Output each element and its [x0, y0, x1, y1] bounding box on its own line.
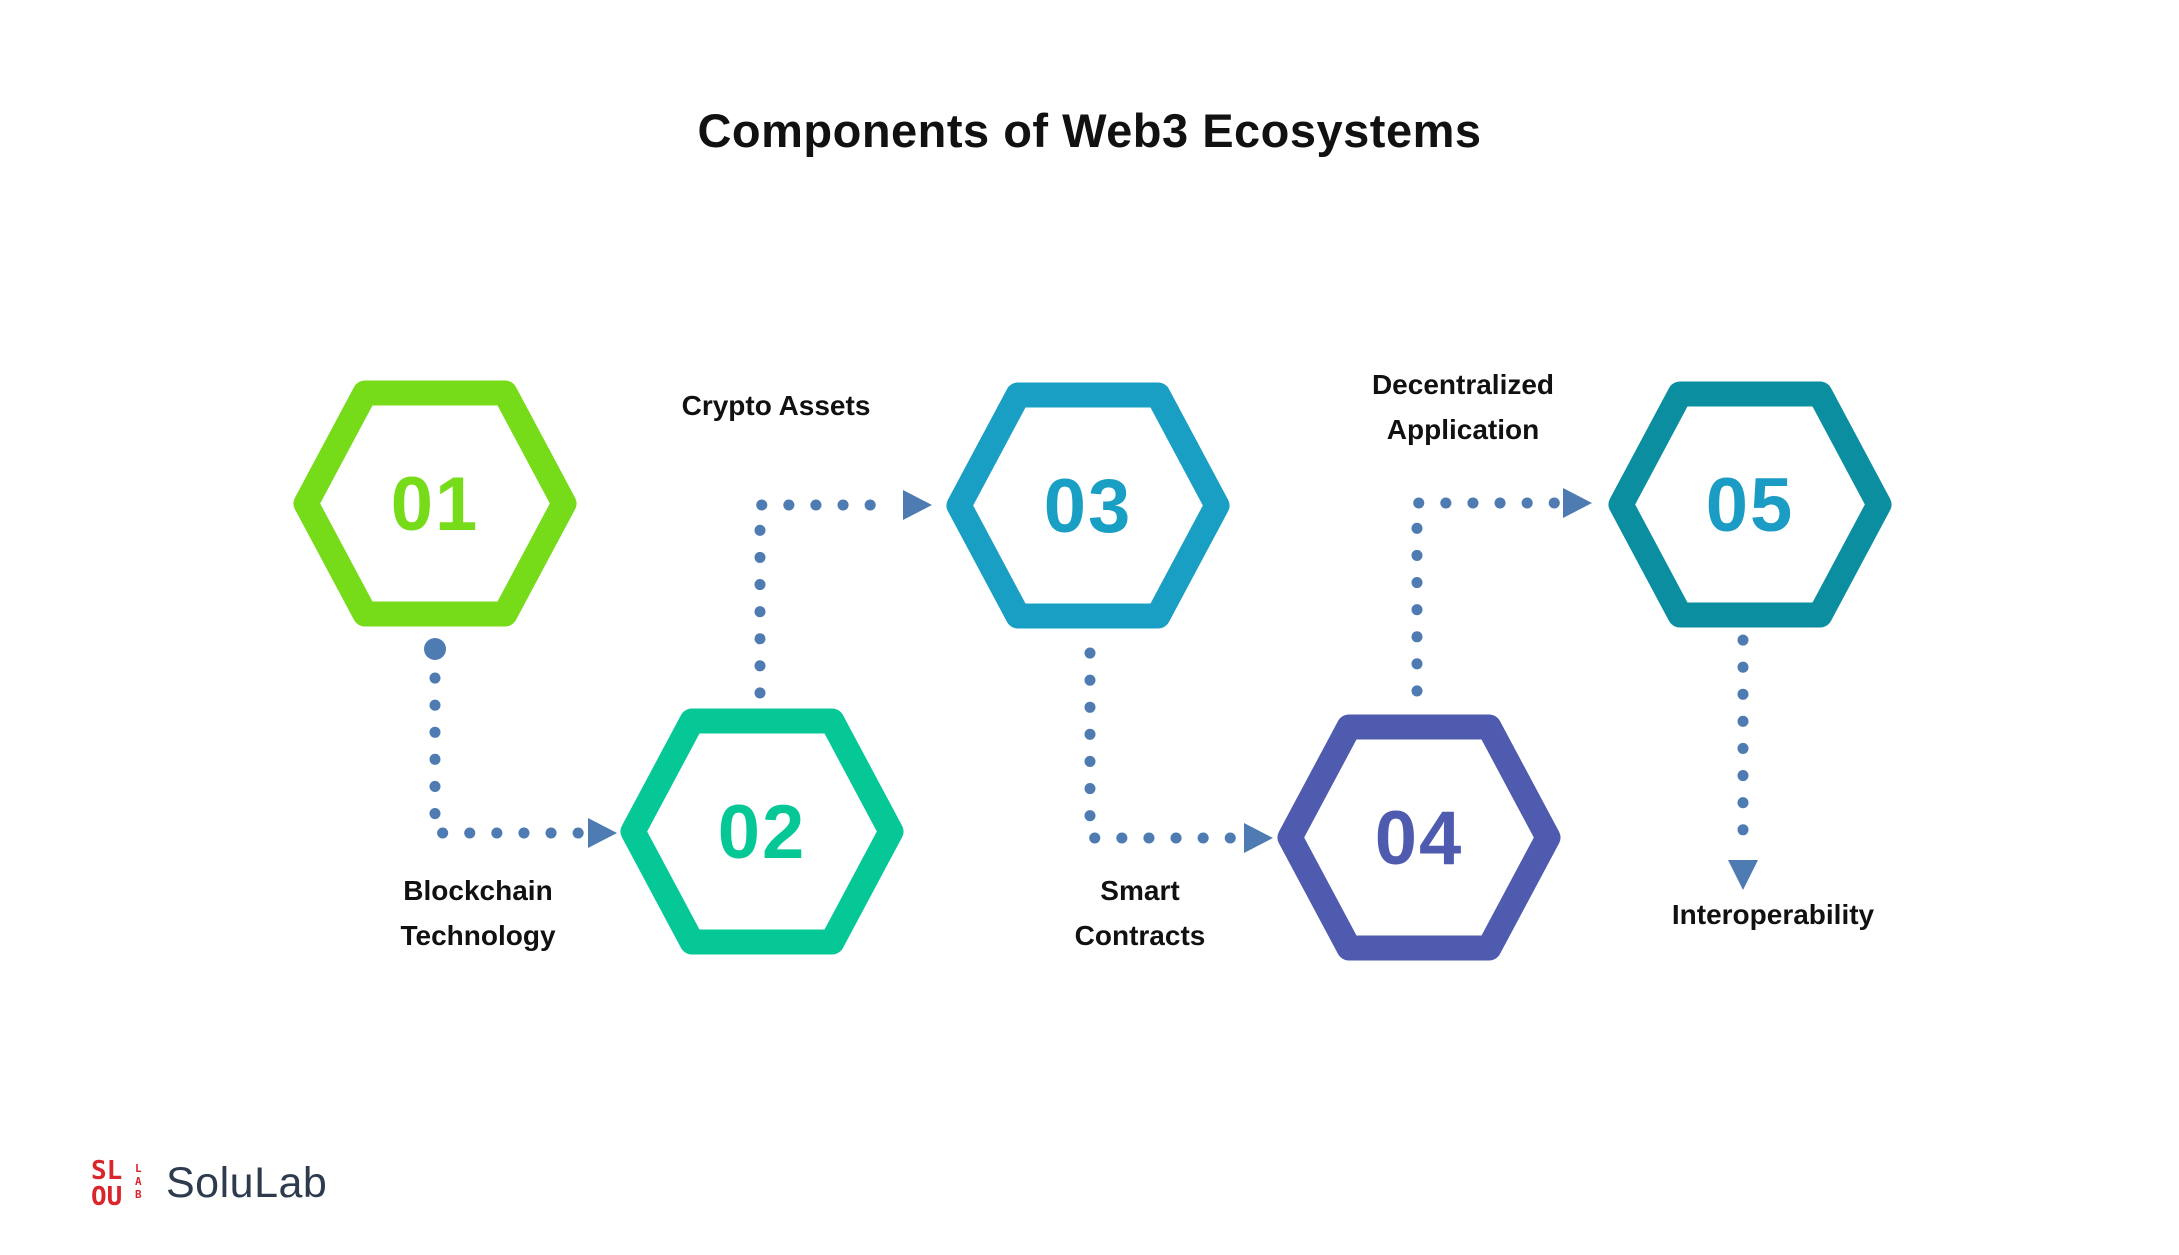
hexagon-outline: [293, 380, 577, 627]
arrow-step2-to-step3: [754, 490, 932, 699]
label-line: Decentralized: [1371, 369, 1555, 400]
step-number: 04: [1375, 796, 1464, 881]
step-number: 01: [391, 462, 480, 547]
logo-mark-bottom-letters: OU: [91, 1182, 122, 1211]
label-line: Interoperability: [1671, 899, 1875, 930]
hexagon-outline: [1277, 714, 1561, 961]
arrowhead-right-icon: [903, 490, 932, 520]
arrow-step5-down: [1728, 634, 1758, 890]
arrowhead-right-icon: [1244, 823, 1273, 853]
solulab-logo-text: SoluLab: [166, 1158, 328, 1207]
arrow-step4-to-step5: [1411, 488, 1592, 697]
logo-mark-side-letter: B: [135, 1188, 142, 1201]
logo-mark-top-letters: SL: [91, 1156, 122, 1186]
label-line: Blockchain: [403, 875, 553, 906]
dotted-line: [754, 499, 903, 699]
arrowhead-right-icon: [588, 818, 617, 848]
solulab-logo: SL OU L A B SoluLab: [90, 1155, 327, 1211]
label-line: Crypto Assets: [681, 390, 871, 421]
arrow-start-dot: [424, 638, 446, 660]
hexagon-outline: [946, 382, 1230, 629]
hexagon-outline: [1608, 381, 1892, 628]
label-line: Contracts: [1074, 920, 1206, 951]
label-interoperability: Interoperability: [1672, 892, 1874, 937]
label-line: Smart: [1100, 875, 1180, 906]
page-title: Components of Web3 Ecosystems: [697, 104, 1482, 157]
hexagon-outline: [620, 708, 904, 955]
label-decentralized-application: Decentralized Application: [1372, 362, 1554, 452]
label-line: Application: [1386, 414, 1540, 445]
arrowhead-right-icon: [1563, 488, 1592, 518]
solulab-logo-mark-icon: SL OU L A B: [91, 1156, 142, 1211]
dotted-line: [1411, 497, 1563, 697]
logo-mark-side-letter: A: [135, 1175, 142, 1188]
label-blockchain-technology: Blockchain Technology: [400, 868, 555, 958]
label-line: Technology: [400, 920, 556, 951]
logo-mark-side-letter: L: [135, 1162, 142, 1175]
step-number: 05: [1706, 463, 1795, 548]
hexagon-step-02: 02: [620, 708, 904, 955]
label-crypto-assets: Crypto Assets: [682, 383, 871, 428]
arrowhead-down-icon: [1728, 860, 1758, 890]
arrow-step3-to-step4: [1084, 647, 1273, 853]
hexagon-step-05: 05: [1608, 381, 1892, 628]
hexagon-step-03: 03: [946, 382, 1230, 629]
dotted-line: [1084, 647, 1243, 844]
hexagon-step-01: 01: [293, 380, 577, 627]
arrow-step1-to-step2: [424, 638, 617, 848]
label-smart-contracts: Smart Contracts: [1075, 868, 1206, 958]
hexagon-step-04: 04: [1277, 714, 1561, 961]
step-number: 02: [718, 790, 807, 875]
step-number: 03: [1044, 464, 1133, 549]
dotted-line: [429, 672, 586, 839]
